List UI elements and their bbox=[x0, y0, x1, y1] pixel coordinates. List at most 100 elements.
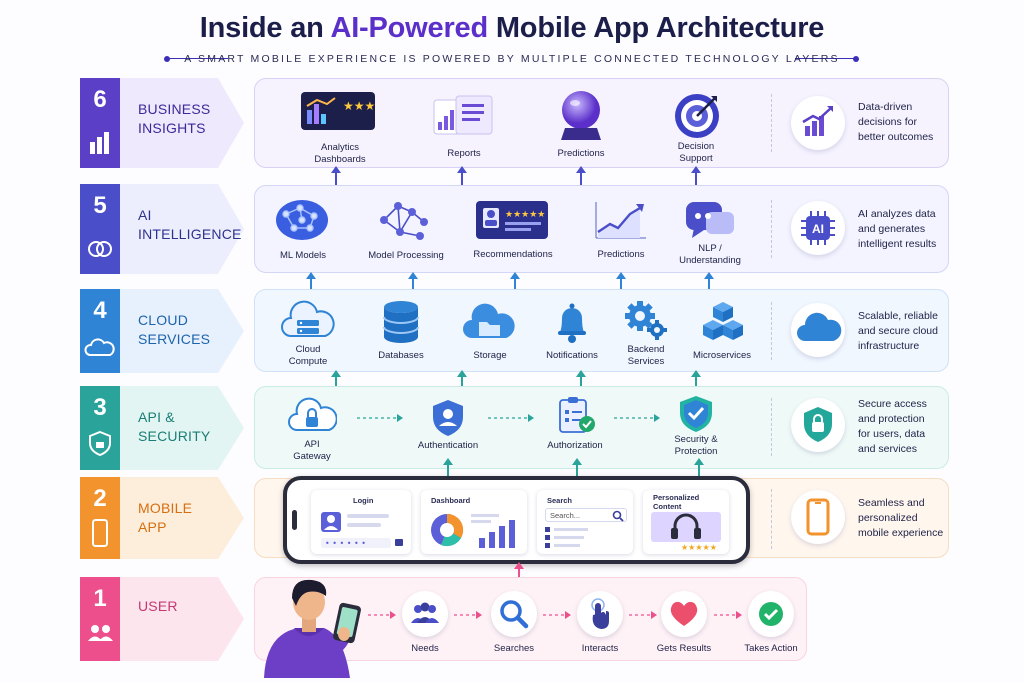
arrow-up bbox=[331, 166, 341, 186]
phone-icon bbox=[80, 519, 120, 547]
magnifier-icon bbox=[500, 600, 529, 629]
arrow-up bbox=[691, 166, 701, 186]
arrow-up bbox=[691, 370, 701, 388]
layer-5-separator bbox=[771, 200, 772, 258]
nlp-understanding-label: NLP /Understanding bbox=[679, 243, 741, 266]
step-searches[interactable] bbox=[491, 591, 537, 637]
layer-4-separator bbox=[771, 302, 772, 360]
crystal-ball-icon bbox=[556, 88, 606, 149]
cloud-icon bbox=[80, 335, 120, 361]
heart-icon bbox=[670, 601, 698, 626]
search-screen-card[interactable]: Search Search... bbox=[537, 490, 633, 554]
phone-camera bbox=[292, 510, 297, 530]
trend-line-icon bbox=[592, 198, 648, 247]
layer-5-number: 5 bbox=[93, 192, 107, 219]
dashed-arrow-right bbox=[614, 414, 660, 422]
brain-icon bbox=[80, 236, 120, 262]
login-form-icon: • • • • • • bbox=[321, 512, 403, 548]
headphones-icon bbox=[651, 512, 721, 542]
search-input[interactable]: Search... bbox=[545, 508, 627, 522]
predictions-label: Predictions bbox=[557, 148, 605, 159]
authentication-label: Authentication bbox=[417, 440, 479, 451]
target-icon bbox=[673, 92, 721, 145]
arrow-up bbox=[408, 272, 418, 290]
check-circle-icon bbox=[759, 602, 783, 626]
gears-icon bbox=[622, 298, 670, 347]
dashed-arrow-right bbox=[454, 611, 482, 619]
user-shield-icon bbox=[429, 398, 467, 443]
ai-chip-text: AI bbox=[812, 222, 824, 236]
step-takes-action-label: Takes Action bbox=[744, 643, 798, 654]
arrow-up bbox=[306, 272, 316, 290]
smartphone-icon bbox=[791, 490, 845, 544]
subtitle-dot-left bbox=[164, 55, 170, 62]
layer-1-number: 1 bbox=[93, 585, 107, 612]
ai-chip-icon: AI bbox=[791, 201, 845, 255]
users-icon bbox=[80, 621, 120, 647]
step-gets-results[interactable] bbox=[661, 591, 707, 637]
storage-label: Storage bbox=[473, 350, 507, 361]
cloud-server-icon bbox=[281, 300, 335, 347]
layer-3-badge: 3 API &SECURITY bbox=[80, 386, 244, 470]
arrow-up bbox=[510, 272, 520, 290]
databases-label: Databases bbox=[378, 350, 424, 361]
arrow-up bbox=[576, 370, 586, 388]
step-searches-label: Searches bbox=[493, 643, 535, 654]
layer-6-separator bbox=[771, 94, 772, 152]
network-nodes-icon bbox=[376, 198, 432, 247]
analytics-dashboard-icon: ★★★ bbox=[299, 90, 377, 139]
arrow-up bbox=[704, 272, 714, 290]
tap-hand-icon bbox=[591, 598, 609, 629]
recommendations-label: Recommendations bbox=[473, 249, 553, 260]
arrow-up bbox=[514, 562, 524, 578]
chat-bubble-icon bbox=[684, 198, 736, 247]
step-takes-action[interactable] bbox=[748, 591, 794, 637]
arrow-up bbox=[457, 370, 467, 388]
step-interacts[interactable] bbox=[577, 591, 623, 637]
dashboard-screen-card[interactable]: Dashboard bbox=[421, 490, 527, 554]
dashed-arrow-right bbox=[629, 611, 657, 619]
people-icon bbox=[411, 602, 439, 623]
database-icon bbox=[381, 300, 421, 349]
page-title: Inside an AI-Powered Mobile App Architec… bbox=[199, 12, 825, 44]
ml-models-label: ML Models bbox=[279, 250, 327, 261]
cloud-lock-icon bbox=[287, 396, 338, 441]
svg-text:• • • • • •: • • • • • • bbox=[325, 539, 366, 548]
dashboard-widgets-icon bbox=[431, 513, 515, 548]
authorization-label: Authorization bbox=[547, 440, 603, 451]
step-needs-label: Needs bbox=[411, 643, 439, 654]
layer-1-label: USER bbox=[138, 598, 178, 614]
search-results-list bbox=[545, 527, 588, 548]
bell-icon bbox=[552, 300, 592, 349]
dashed-arrow-right bbox=[714, 611, 742, 619]
growth-chart-icon bbox=[791, 96, 845, 150]
dashed-arrow-right bbox=[543, 611, 571, 619]
login-title: Login bbox=[353, 496, 374, 505]
arrow-up bbox=[576, 166, 586, 186]
search-title: Search bbox=[547, 496, 573, 505]
layer-2-separator bbox=[771, 489, 772, 549]
dashed-arrow-right bbox=[357, 414, 403, 422]
cloud-folder-icon bbox=[462, 302, 516, 347]
security-protection-label: Security &Protection bbox=[674, 434, 718, 457]
shield-check-icon bbox=[677, 394, 715, 439]
layer-4-number: 4 bbox=[93, 297, 107, 324]
cloud-icon bbox=[791, 303, 845, 357]
step-needs[interactable] bbox=[402, 591, 448, 637]
login-screen-card[interactable]: Login • • • • • • bbox=[311, 490, 411, 554]
